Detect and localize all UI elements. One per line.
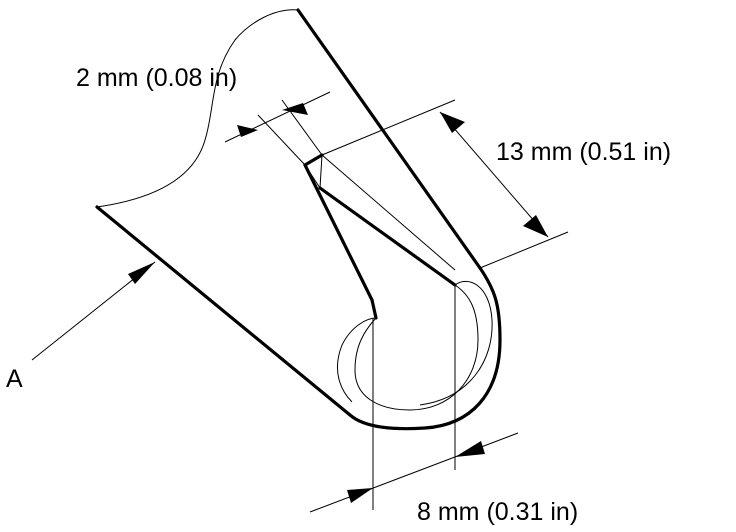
callout-a-label: A — [6, 365, 23, 393]
depth-extension-2 — [479, 231, 569, 269]
break-line — [96, 9, 299, 208]
panel-top-edge — [296, 8, 482, 270]
hem-inner-rim — [419, 280, 493, 406]
flange-lip-edge — [370, 298, 378, 320]
flange-face-edge — [321, 154, 456, 271]
hem-outer-curve — [348, 266, 502, 431]
flange-corner — [319, 154, 323, 189]
hem-inner-curve — [336, 317, 377, 403]
callout-a-arrowhead — [128, 262, 155, 284]
width-arrow-left — [347, 488, 373, 503]
depth-arrow-bottom — [523, 215, 548, 237]
width-arrow-right — [455, 441, 485, 457]
depth-dimension-line — [439, 111, 549, 238]
depth-extension-1 — [321, 99, 456, 156]
flange-top-edge — [303, 153, 324, 167]
depth-dimension-label: 13 mm (0.51 in) — [496, 138, 671, 166]
width-dimension-label: 8 mm (0.31 in) — [417, 498, 578, 526]
panel-bottom-edge — [95, 205, 352, 417]
thickness-arrow-left — [237, 125, 258, 137]
hem-inner-curve-2 — [354, 284, 479, 411]
flange-outer-edge — [303, 163, 374, 302]
thickness-dimension-label: 2 mm (0.08 in) — [76, 64, 237, 92]
flange-inner-edge — [318, 186, 457, 287]
thickness-arrow-right — [282, 103, 308, 115]
flange-corner-2 — [304, 164, 321, 189]
width-dimension-line — [309, 432, 519, 513]
thickness-extension-1 — [257, 114, 306, 166]
depth-arrow-top — [440, 112, 465, 133]
